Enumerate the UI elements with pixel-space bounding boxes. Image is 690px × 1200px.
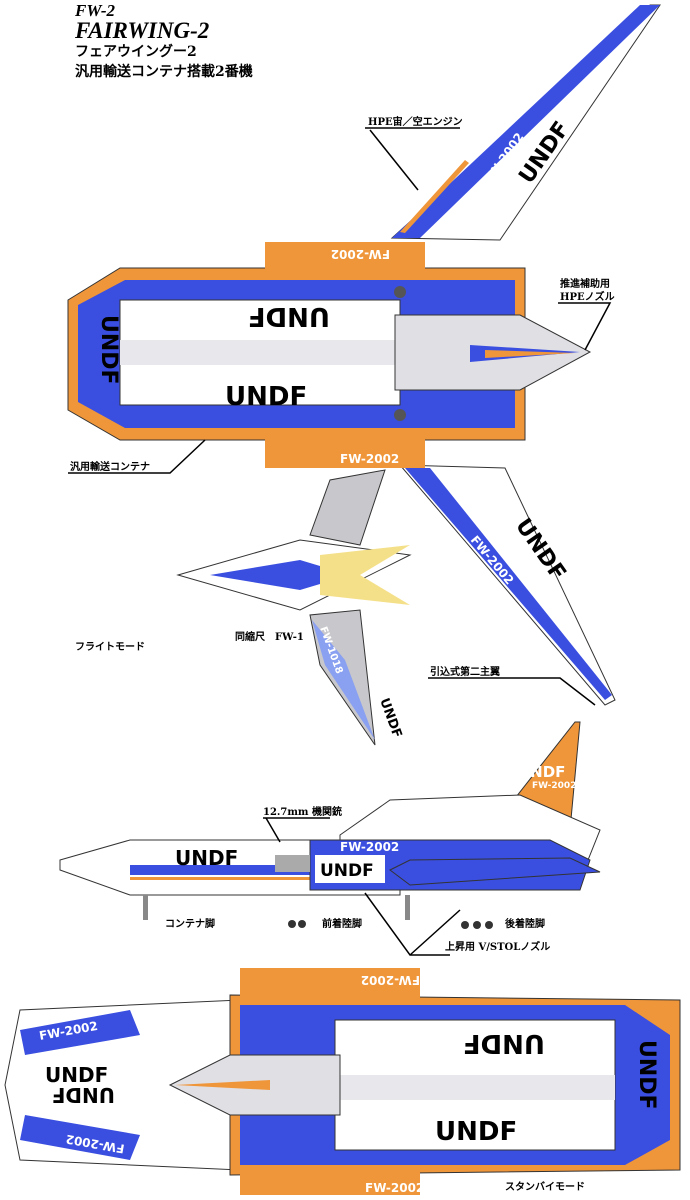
label-front-gear: 前着陸脚 <box>322 917 362 930</box>
leader-line <box>428 677 596 706</box>
bottom-wing-undf-inverted: UNDF <box>52 1083 115 1107</box>
fw-1-craft: FW-1018 UNDF <box>176 469 412 746</box>
intake <box>394 286 406 298</box>
upper-pod <box>265 242 425 272</box>
container-side-stripe <box>130 865 400 875</box>
label-rear-gear: 後着陸脚 <box>505 917 545 930</box>
fw1-tail <box>320 545 410 605</box>
container-leg <box>405 895 410 920</box>
fw1-lower-wing-stripe <box>312 620 375 740</box>
label-container: 汎用輸送コンテナ <box>70 460 150 473</box>
container-center-panel <box>120 340 400 365</box>
side-white-panel <box>315 855 385 883</box>
side-wing <box>389 857 601 886</box>
front-wheel <box>288 920 296 928</box>
bottom-undf-inverted: UNDF <box>463 1028 545 1058</box>
bottom-undf-side: UNDF <box>634 1040 659 1110</box>
leader-line <box>409 909 461 956</box>
intake <box>394 409 406 421</box>
title-subtitle: 汎用輸送コンテナ搭載2番機 <box>75 63 253 80</box>
rear-wheel <box>461 921 469 929</box>
label-vstol-nozzle: 上昇用 V/STOLノズル <box>445 940 550 953</box>
lower-wing-blue-stripe <box>405 468 612 700</box>
bottom-pod-registration: FW-2002 <box>340 452 399 466</box>
bottom-nozzle-strip <box>175 1080 270 1090</box>
label-same-scale: 同縮尺 FW-1 <box>235 630 304 643</box>
top-undf: UNDF <box>225 382 307 412</box>
bottom-center-panel <box>335 1075 615 1100</box>
label-nozzle-1: 推進補助用 <box>560 277 610 290</box>
fw1-upper-wing <box>309 469 386 546</box>
rear-wheel <box>473 921 481 929</box>
bottom-wing-stripe-bottom <box>20 1115 140 1160</box>
fw1-undf: UNDF <box>376 696 404 740</box>
top-undf-inverted: UNDF <box>248 301 330 331</box>
side-registration: FW-2002 <box>340 840 399 854</box>
bottom-top-registration: FW-2002 <box>361 973 420 987</box>
side-undf-container: UNDF <box>175 846 238 870</box>
label-nozzle-2: HPEノズル <box>560 290 615 303</box>
bottom-undf: UNDF <box>435 1117 517 1147</box>
container-leg <box>143 895 148 920</box>
container-side-orange <box>130 877 400 880</box>
nozzle-strip <box>485 350 575 358</box>
label-machine-gun: 12.7mm 機関銃 <box>263 805 342 818</box>
side-view: UNDF FW-2002 UNDF UNDF FW-2002 <box>59 721 601 929</box>
side-undf: UNDF <box>320 861 374 881</box>
bottom-lower-pod <box>240 1170 420 1195</box>
vent-grille <box>275 855 310 872</box>
label-engine: HPE宙／空エンジン <box>368 115 463 128</box>
top-view-flight-mode: FW-2002 UNDF FW-2002 UNDF FW-2002 FW-200… <box>67 4 661 706</box>
bottom-wing-stripe-top <box>20 1010 140 1055</box>
label-standby-mode: スタンバイモード <box>505 1181 585 1193</box>
title-name: FAIRWING-2 <box>74 18 209 43</box>
leader-line <box>265 817 281 843</box>
top-undf-side: UNDF <box>96 315 121 385</box>
bottom-bottom-registration: FW-2002 <box>365 1181 424 1195</box>
front-wheel <box>298 920 306 928</box>
title-model: FW-2 <box>74 1 115 20</box>
engine-strip <box>400 160 469 233</box>
title-katakana: フェアウイングー2 <box>75 43 197 60</box>
fw1-stripe <box>210 560 350 590</box>
lower-pod <box>265 438 425 468</box>
bottom-wing-undf: UNDF <box>45 1063 108 1087</box>
leader-line <box>369 129 419 191</box>
leader-line <box>558 302 612 351</box>
label-container-leg: コンテナ脚 <box>165 917 215 930</box>
tail-undf: UNDF <box>518 763 565 781</box>
rear-wheel <box>485 921 493 929</box>
top-pod-registration: FW-2002 <box>331 247 390 261</box>
upper-wing-blue-stripe <box>392 5 660 238</box>
bottom-upper-pod <box>240 968 420 998</box>
leader-line <box>68 439 206 474</box>
bottom-view-standby: FW-2002 FW-2002 UNDF UNDF FW-2002 FW-200… <box>4 968 681 1195</box>
tail-registration: FW-2002 <box>532 781 576 791</box>
label-second-wing: 引込式第二主翼 <box>430 665 500 678</box>
label-flight-mode: フライトモード <box>75 641 145 653</box>
